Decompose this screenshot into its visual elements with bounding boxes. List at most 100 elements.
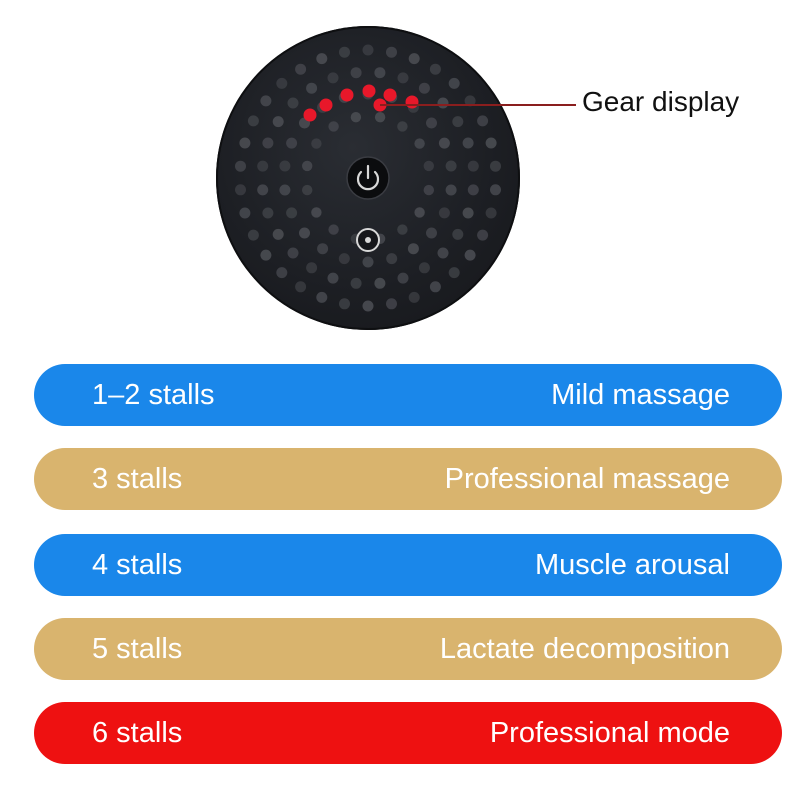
indicator-dot bbox=[302, 160, 313, 172]
indicator-dot bbox=[397, 72, 409, 84]
indicator-dot bbox=[386, 298, 397, 310]
indicator-dot bbox=[327, 272, 339, 284]
indicator-dot bbox=[235, 160, 246, 172]
indicator-dot bbox=[239, 207, 251, 219]
indicator-dot bbox=[316, 291, 328, 303]
indicator-dot bbox=[386, 253, 398, 265]
gear-indicator-dot-lit bbox=[362, 84, 376, 98]
indicator-dot bbox=[445, 160, 457, 172]
indicator-dot bbox=[423, 184, 434, 196]
power-icon[interactable] bbox=[346, 156, 390, 200]
indicator-dot bbox=[235, 184, 246, 196]
gear-bar-3: 4 stalls Muscle arousal bbox=[34, 534, 782, 596]
indicator-dot bbox=[448, 267, 460, 279]
indicator-dot bbox=[295, 63, 307, 75]
indicator-dot bbox=[423, 160, 434, 172]
indicator-dot bbox=[397, 224, 408, 235]
gear-bar-4: 5 stalls Lactate decomposition bbox=[34, 618, 782, 680]
indicator-dot bbox=[328, 224, 339, 235]
indicator-dot bbox=[386, 46, 397, 58]
indicator-dot bbox=[311, 207, 322, 218]
indicator-dot bbox=[262, 207, 274, 219]
gear-indicator-dot-lit bbox=[303, 108, 317, 122]
indicator-dot bbox=[362, 300, 374, 312]
gear-indicator-dot-lit bbox=[340, 88, 354, 102]
indicator-dot bbox=[429, 281, 441, 293]
indicator-dot bbox=[327, 72, 339, 84]
indicator-dot bbox=[316, 53, 328, 65]
indicator-dot bbox=[437, 247, 449, 259]
gear-bar-2: 3 stalls Professional massage bbox=[34, 448, 782, 510]
indicator-dot bbox=[286, 207, 298, 219]
indicator-dot bbox=[247, 115, 259, 127]
gear-indicator-dot-lit bbox=[319, 98, 333, 112]
indicator-dot bbox=[408, 53, 420, 65]
indicator-dot bbox=[414, 138, 425, 149]
indicator-dot bbox=[448, 77, 460, 89]
indicator-dot bbox=[339, 46, 350, 58]
indicator-dot bbox=[477, 229, 489, 241]
indicator-dot bbox=[414, 207, 425, 218]
indicator-dot bbox=[260, 95, 272, 107]
indicator-dot bbox=[397, 121, 408, 132]
indicator-dot bbox=[262, 137, 274, 149]
indicator-dot bbox=[350, 277, 362, 289]
indicator-dot bbox=[462, 137, 474, 149]
massage-gun-head bbox=[216, 26, 520, 330]
gear-display-label: Gear display bbox=[582, 86, 740, 117]
indicator-dot bbox=[464, 95, 476, 107]
indicator-dot bbox=[397, 272, 409, 284]
indicator-dot bbox=[418, 82, 430, 94]
gear-mode-label: Muscle arousal bbox=[534, 548, 730, 581]
indicator-dot bbox=[374, 277, 386, 289]
indicator-dot bbox=[408, 291, 420, 303]
indicator-dot bbox=[490, 160, 501, 172]
indicator-dot bbox=[438, 207, 450, 219]
indicator-dot bbox=[426, 227, 437, 239]
gear-stalls-label: 1–2 stalls bbox=[92, 378, 215, 411]
indicator-dot bbox=[374, 67, 386, 79]
gear-mode-label: Professional massage bbox=[444, 462, 730, 495]
indicator-dot bbox=[452, 116, 464, 128]
indicator-dot bbox=[452, 228, 464, 240]
mode-ring-icon[interactable] bbox=[356, 228, 380, 252]
indicator-dot bbox=[295, 281, 307, 293]
indicator-dot bbox=[260, 249, 272, 261]
indicator-dot bbox=[339, 298, 350, 310]
gear-stalls-label: 4 stalls bbox=[92, 548, 183, 581]
indicator-dot bbox=[437, 97, 449, 109]
indicator-dot bbox=[328, 121, 339, 132]
indicator-dot bbox=[257, 184, 269, 196]
gear-bar-5: 6 stalls Professional mode bbox=[34, 702, 782, 764]
indicator-dot bbox=[317, 243, 329, 255]
gear-mode-label: Lactate decomposition bbox=[439, 632, 730, 665]
indicator-dot bbox=[374, 112, 386, 123]
indicator-dot bbox=[418, 262, 430, 274]
gear-indicator-dot-lit bbox=[383, 88, 397, 102]
indicator-dot bbox=[276, 77, 288, 89]
gear-mode-label: Professional mode bbox=[489, 716, 730, 749]
gear-stalls-label: 5 stalls bbox=[92, 632, 183, 665]
indicator-dot bbox=[279, 160, 291, 172]
indicator-dot bbox=[462, 207, 474, 219]
dot-grid bbox=[235, 44, 501, 312]
indicator-dot bbox=[338, 253, 350, 265]
indicator-dot bbox=[438, 137, 450, 149]
indicator-dot bbox=[239, 137, 251, 149]
indicator-dot bbox=[477, 115, 489, 127]
indicator-dot bbox=[490, 184, 501, 196]
indicator-dot bbox=[286, 137, 298, 149]
indicator-dot bbox=[279, 184, 291, 196]
indicator-dot bbox=[299, 227, 310, 239]
indicator-dot bbox=[276, 267, 288, 279]
indicator-dot bbox=[350, 112, 362, 123]
indicator-dot bbox=[407, 243, 419, 255]
indicator-dot bbox=[426, 117, 437, 129]
indicator-dot bbox=[247, 229, 259, 241]
indicator-dot bbox=[306, 262, 318, 274]
indicator-dot bbox=[311, 138, 322, 149]
indicator-dot bbox=[467, 160, 479, 172]
indicator-dot bbox=[306, 82, 318, 94]
indicator-dot bbox=[445, 184, 457, 196]
indicator-dot bbox=[302, 184, 313, 196]
